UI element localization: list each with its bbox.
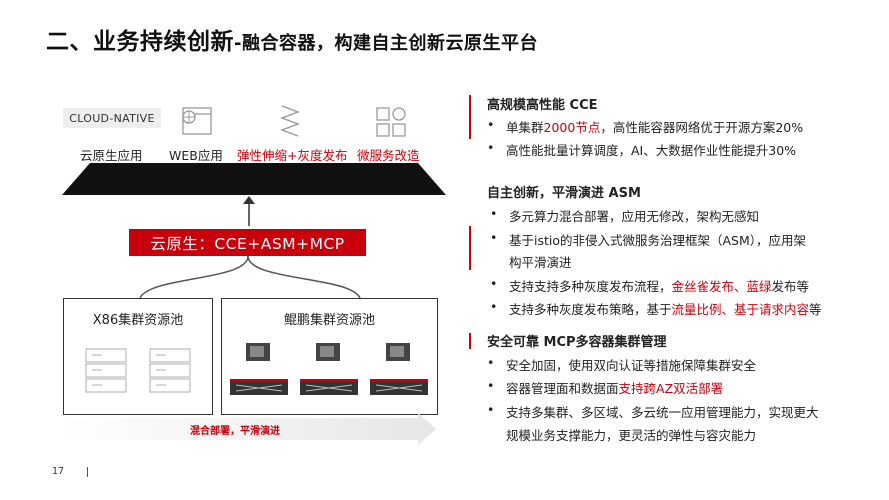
app-label-cloud-native: 云原生应用 xyxy=(80,148,143,163)
section-3-heading: 安全可靠 MCP多容器集群管理 xyxy=(487,335,667,350)
section-2-bullet-2: •基于istio的非侵入式微服务治理框架（ASM），应用架 xyxy=(490,230,807,248)
section-3-bullet-2: •容器管理面和数据面支持跨AZ双活部署 xyxy=(487,378,724,396)
section-2-bullet-1: •多元算力混合部署，应用无修改，架构无感知 xyxy=(490,206,760,224)
section-2-bullet-3: •支持支持多种灰度发布流程，金丝雀发布、蓝绿发布等 xyxy=(490,276,810,294)
cloud-native-bar: 云原生：CCE+ASM+MCP xyxy=(129,229,366,256)
connector-curves xyxy=(139,256,361,299)
section-3-bullet-3: •支持多集群、多区域、多云统一应用管理能力，实现更大 xyxy=(487,402,819,420)
title-main: 二、业务持续创新 xyxy=(46,29,234,55)
platform-base xyxy=(62,163,446,195)
bottom-arrow xyxy=(63,413,436,445)
x86-pool-title: X86集群资源池 xyxy=(92,313,184,328)
page-title: 二、业务持续创新-融合容器，构建自主创新云原生平台 xyxy=(46,22,538,56)
section-1-heading: 高规模高性能 CCE xyxy=(487,98,598,113)
x86-pool: X86集群资源池 xyxy=(63,298,213,415)
section-1-bullet-2: •高性能批量计算调度，AI、大数据作业性能提升30% xyxy=(487,140,797,158)
bottom-arrow-label: 混合部署，平滑演进 xyxy=(190,426,280,437)
page-divider xyxy=(87,467,88,477)
section-2-accent xyxy=(469,226,471,270)
section-3-accent xyxy=(469,333,471,349)
cloud-native-tag: CLOUD-NATIVE xyxy=(63,108,161,128)
kunpeng-pool: 鲲鹏集群资源池 xyxy=(221,298,438,415)
section-3-bullet-1: •安全加固，使用双向认证等措施保障集群安全 xyxy=(487,355,757,373)
section-3-bullet-3-cont: 规模业务支撑能力，更灵活的弹性与容灾能力 xyxy=(506,428,757,443)
app-label-microservice: 微服务改造 xyxy=(357,148,420,163)
section-2-bullet-2-cont: 构平滑演进 xyxy=(509,255,572,270)
page-number: 17 xyxy=(52,466,65,477)
kunpeng-pool-title: 鲲鹏集群资源池 xyxy=(283,313,375,328)
section-1-accent xyxy=(469,95,471,139)
title-sub: -融合容器，构建自主创新云原生平台 xyxy=(234,33,538,54)
app-grid-icon xyxy=(375,106,407,142)
spring-icon xyxy=(276,103,304,143)
browser-window-icon xyxy=(180,104,214,142)
arrow-up-icon xyxy=(243,196,255,226)
section-1-bullet-1: •单集群2000节点，高性能容器网络优于开源方案20% xyxy=(487,117,804,135)
x86-server-icons xyxy=(85,348,191,393)
section-2-heading: 自主创新，平滑演进 ASM xyxy=(487,186,641,201)
app-label-web: WEB应用 xyxy=(169,148,223,163)
app-label-elastic: 弹性伸缩+灰度发布 xyxy=(237,148,348,163)
section-2-bullet-4: •支持多种灰度发布策略，基于流量比例、基于请求内容等 xyxy=(490,299,822,317)
kunpeng-server-icons xyxy=(230,343,428,395)
